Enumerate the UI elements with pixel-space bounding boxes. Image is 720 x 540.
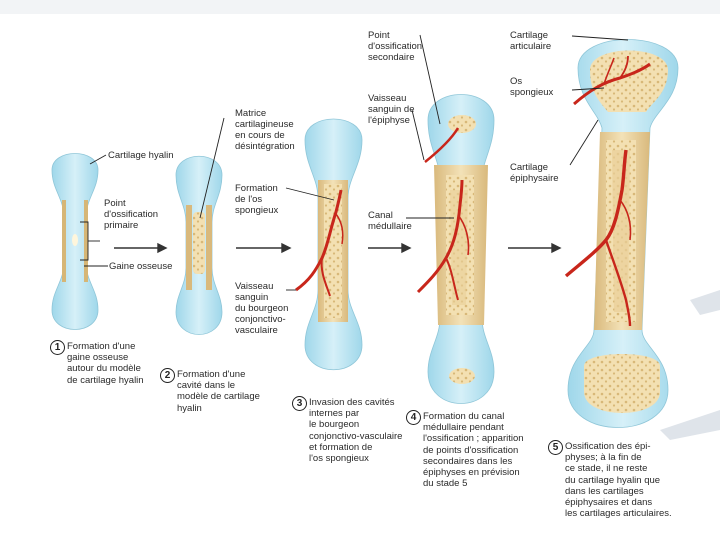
accent-shape: [660, 410, 720, 440]
top-bar: [0, 0, 720, 14]
stage-2-bone: [175, 155, 223, 335]
label-formation-os-spongieux: Formation de l'os spongieux: [235, 183, 279, 216]
stage-4-bone: [416, 94, 495, 404]
stage-5-bone: [564, 39, 679, 428]
stage-1-bone: [51, 153, 99, 330]
step-number: 3: [292, 396, 307, 411]
step-caption: Ossification des épi- physes; à la fin d…: [565, 441, 672, 520]
label-canal-medullaire: Canal médullaire: [368, 210, 412, 232]
label-vaisseau-bourgeon: Vaisseau sanguin du bourgeon conjonctivo…: [235, 281, 289, 336]
label-matrice-cartilagineuse: Matrice cartilagineuse en cours de désin…: [235, 108, 295, 152]
label-cartilage-epiphysaire: Cartilage épiphysaire: [510, 162, 559, 184]
label-cartilage-articulaire: Cartilage articulaire: [510, 30, 552, 52]
step-caption: Formation d'une gaine osseuse autour du …: [67, 341, 144, 386]
step-number: 5: [548, 440, 563, 455]
stage-3-bone: [295, 118, 363, 371]
label-point-ossification-primaire: Point d'ossification primaire: [104, 198, 159, 231]
label-vaisseau-epiphyse: Vaisseau sanguin de l'épiphyse: [368, 93, 415, 126]
label-gaine-osseuse: Gaine osseuse: [109, 261, 173, 272]
step-number: 4: [406, 410, 421, 425]
label-cartilage-hyalin: Cartilage hyalin: [108, 150, 174, 161]
step-number: 1: [50, 340, 65, 355]
step-caption: Invasion des cavités internes par le bou…: [309, 397, 403, 465]
step-caption: Formation d'une cavité dans le modèle de…: [177, 369, 260, 414]
step-number: 2: [160, 368, 175, 383]
label-os-spongieux: Os spongieux: [510, 76, 554, 98]
stage-arrows: [114, 242, 562, 254]
label-point-ossification-secondaire: Point d'ossification secondaire: [368, 30, 423, 63]
step-caption: Formation du canal médullaire pendant l'…: [423, 411, 524, 490]
leader-lines: [80, 34, 629, 291]
accent-shape: [690, 290, 720, 315]
